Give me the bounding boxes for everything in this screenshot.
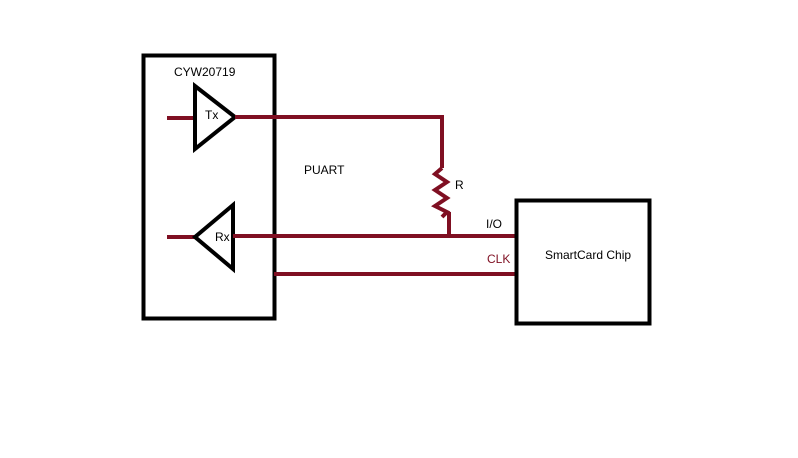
resistor-label: R [455, 178, 464, 192]
tx-wire [235, 115, 444, 168]
cyw20719-chip-box [141, 53, 277, 321]
tx-buffer-icon [193, 81, 239, 154]
io-label: I/O [486, 217, 502, 231]
rx-label: Rx [215, 230, 230, 244]
smartcard-chip-box [514, 198, 652, 326]
chip-label: CYW20719 [174, 65, 236, 79]
smartcard-label: SmartCard Chip [545, 248, 631, 262]
resistor-icon [431, 166, 451, 219]
clk-label: CLK [487, 252, 510, 266]
puart-label: PUART [304, 163, 345, 177]
tx-label: Tx [205, 108, 218, 122]
